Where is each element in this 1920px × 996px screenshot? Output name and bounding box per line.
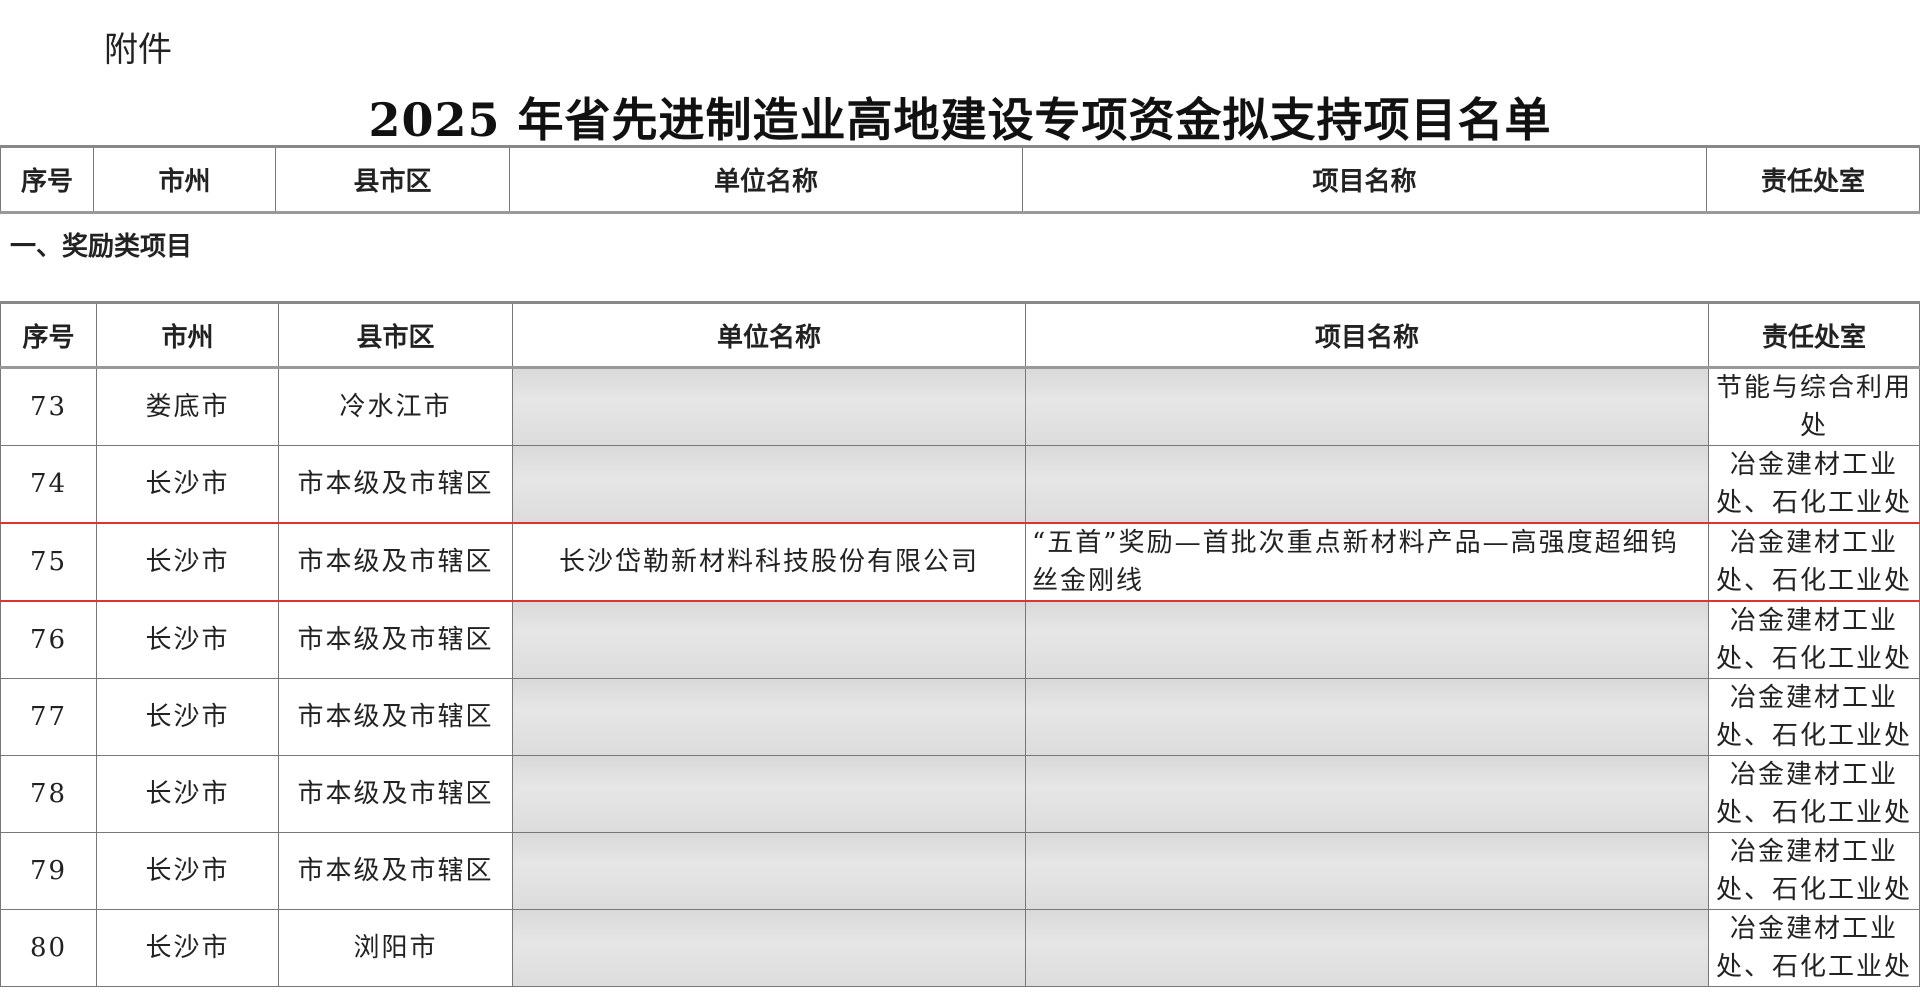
row-responsible-dept: 冶金建材工业处、石化工业处 [1708, 522, 1920, 602]
col-header-county: 县市区 [275, 145, 510, 214]
attachment-label: 附件 [104, 30, 172, 70]
col-header-project: 项目名称 [1025, 301, 1709, 369]
row-county: 浏阳市 [278, 909, 513, 987]
row-county: 市本级及市辖区 [278, 678, 513, 756]
row-unit-name-redacted [512, 909, 1026, 987]
row-county: 市本级及市辖区 [278, 445, 513, 524]
row-county: 冷水江市 [278, 367, 513, 446]
col-header-dept: 责任处室 [1708, 301, 1920, 369]
row-project-name-redacted [1025, 600, 1709, 679]
row-number: 79 [0, 832, 97, 910]
row-project-name-redacted [1025, 832, 1709, 910]
col-header-city: 市州 [96, 301, 279, 369]
row-unit-name-redacted [512, 678, 1026, 756]
row-project-name: “五首”奖励—首批次重点新材料产品—高强度超细钨丝金刚线 [1025, 522, 1709, 602]
row-responsible-dept: 冶金建材工业处、石化工业处 [1708, 909, 1920, 987]
row-unit-name-redacted [512, 600, 1026, 679]
row-unit-name-redacted [512, 755, 1026, 833]
row-number: 73 [0, 367, 97, 446]
row-county: 市本级及市辖区 [278, 600, 513, 679]
header-table: 序号 市州 县市区 单位名称 项目名称 责任处室 [0, 145, 1920, 214]
document-title: 2025 年省先进制造业高地建设专项资金拟支持项目名单 [368, 93, 1552, 147]
row-number: 74 [0, 445, 97, 524]
row-county: 市本级及市辖区 [278, 755, 513, 833]
row-city: 长沙市 [96, 832, 279, 910]
row-city: 长沙市 [96, 522, 279, 602]
col-header-no: 序号 [0, 145, 94, 214]
row-responsible-dept: 冶金建材工业处、石化工业处 [1708, 600, 1920, 679]
col-header-unit: 单位名称 [509, 145, 1023, 214]
row-project-name-redacted [1025, 445, 1709, 524]
row-project-name-redacted [1025, 678, 1709, 756]
row-project-name-redacted [1025, 755, 1709, 833]
row-project-name-redacted [1025, 367, 1709, 446]
row-county: 市本级及市辖区 [278, 832, 513, 910]
row-city: 长沙市 [96, 909, 279, 987]
row-number: 80 [0, 909, 97, 987]
row-number: 75 [0, 522, 97, 602]
col-header-dept: 责任处室 [1706, 145, 1920, 214]
row-city: 长沙市 [96, 600, 279, 679]
row-responsible-dept: 冶金建材工业处、石化工业处 [1708, 832, 1920, 910]
row-number: 77 [0, 678, 97, 756]
row-number: 78 [0, 755, 97, 833]
header-row: 序号 市州 县市区 单位名称 项目名称 责任处室 [0, 145, 1920, 214]
col-header-no: 序号 [0, 301, 97, 369]
col-header-project: 项目名称 [1022, 145, 1707, 214]
row-responsible-dept: 冶金建材工业处、石化工业处 [1708, 678, 1920, 756]
header-row: 序号 市州 县市区 单位名称 项目名称 责任处室 [0, 301, 1920, 369]
row-unit-name-redacted [512, 832, 1026, 910]
row-city: 娄底市 [96, 367, 279, 446]
row-unit-name-redacted [512, 367, 1026, 446]
row-city: 长沙市 [96, 678, 279, 756]
row-unit-name: 长沙岱勒新材料科技股份有限公司 [512, 522, 1026, 602]
row-county: 市本级及市辖区 [278, 522, 513, 602]
col-header-city: 市州 [93, 145, 276, 214]
row-city: 长沙市 [96, 755, 279, 833]
row-responsible-dept: 节能与综合利用处 [1708, 367, 1920, 446]
col-header-county: 县市区 [278, 301, 513, 369]
row-project-name-redacted [1025, 909, 1709, 987]
row-responsible-dept: 冶金建材工业处、石化工业处 [1708, 755, 1920, 833]
row-city: 长沙市 [96, 445, 279, 524]
row-number: 76 [0, 600, 97, 679]
row-responsible-dept: 冶金建材工业处、石化工业处 [1708, 445, 1920, 524]
section-heading: 一、奖励类项目 [10, 232, 193, 262]
row-unit-name-redacted [512, 445, 1026, 524]
col-header-unit: 单位名称 [512, 301, 1026, 369]
